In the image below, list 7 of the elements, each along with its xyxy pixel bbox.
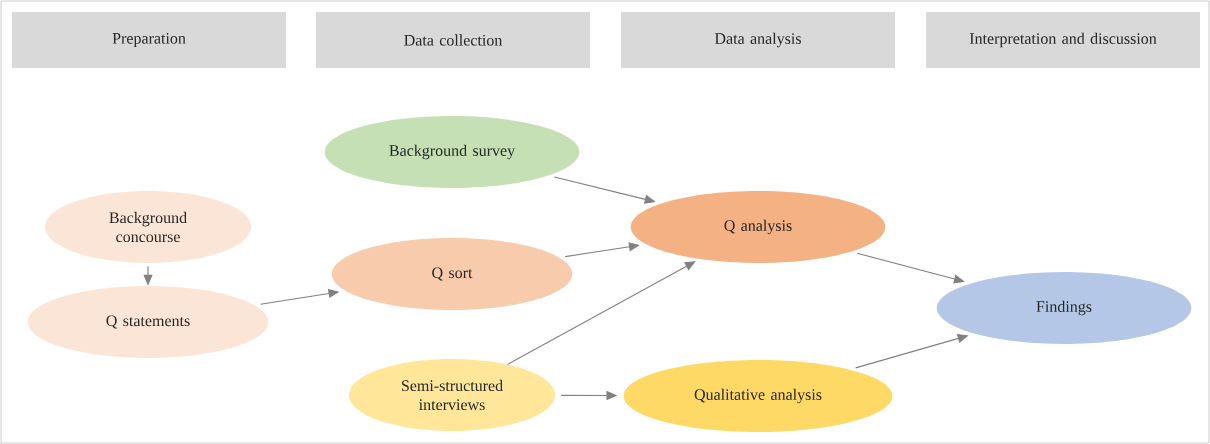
arrow [507,261,696,366]
phase-header-box: Preparation [12,12,286,68]
arrow [856,252,965,284]
arrow [564,242,640,258]
phase-header-box: Data analysis [621,12,895,68]
phase-header-box: Data collection [316,12,590,68]
phase-header-box: Interpretation and discussion [926,12,1200,68]
